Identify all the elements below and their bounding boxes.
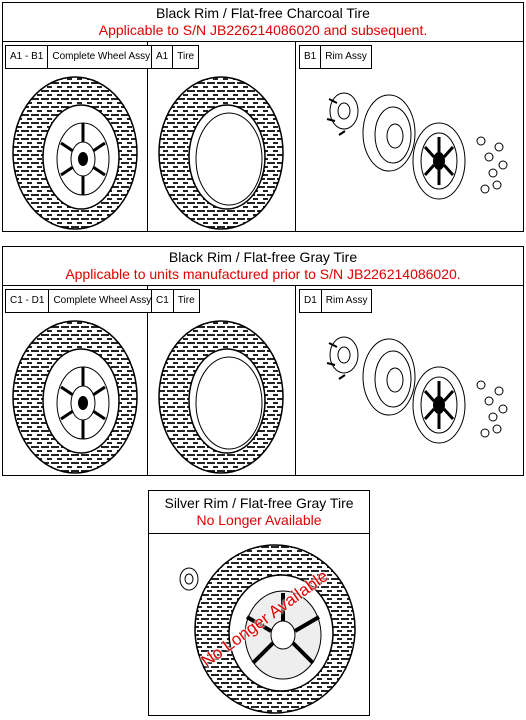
part-code: B1 <box>300 46 322 68</box>
part-code: C1 - D1 <box>6 290 50 312</box>
part-label: Rim Assy <box>325 295 368 306</box>
section-subtitle: Applicable to units manufactured prior t… <box>65 266 461 282</box>
section-title: Black Rim / Flat-free Charcoal Tire <box>156 5 370 21</box>
tire-icon <box>158 320 284 474</box>
part-code: A1 - B1 <box>6 46 49 68</box>
silver-wheel-icon <box>179 544 356 714</box>
section-title: Silver Rim / Flat-free Gray Tire <box>164 495 354 511</box>
part-tag-a1: A1 Tire <box>151 45 200 69</box>
rim-assembly-icon <box>325 335 509 445</box>
rim-assembly-icon <box>325 91 509 201</box>
tire-icon <box>158 76 284 230</box>
part-label: Tire <box>177 51 195 62</box>
wheel-assembly-icon <box>11 319 139 475</box>
part-tag-b1: B1 Rim Assy <box>299 45 372 69</box>
part-label: Tire <box>177 295 195 306</box>
section-charcoal: Black Rim / Flat-free Charcoal Tire Appl… <box>2 2 524 232</box>
part-tag-a1b1: A1 - B1 Complete Wheel Assy <box>5 45 156 69</box>
part-code: A1 <box>152 46 174 68</box>
section-gray: Black Rim / Flat-free Gray Tire Applicab… <box>2 246 524 476</box>
section-silver: Silver Rim / Flat-free Gray Tire No Long… <box>148 490 370 716</box>
part-code: C1 <box>152 290 174 312</box>
section-subtitle: No Longer Available <box>196 512 322 528</box>
part-label: Rim Assy <box>325 51 367 62</box>
part-tag-c1d1: C1 - D1 Complete Wheel Assy <box>5 289 157 313</box>
wheel-assembly-icon <box>11 75 139 231</box>
part-label: Complete Wheel Assy <box>52 51 151 62</box>
section-title: Black Rim / Flat-free Gray Tire <box>168 249 358 265</box>
part-code: D1 <box>300 290 322 312</box>
part-label: Complete Wheel Assy <box>53 295 152 306</box>
section-subtitle: Applicable to S/N JB226214086020 and sub… <box>98 22 428 38</box>
part-tag-d1: D1 Rim Assy <box>299 289 373 313</box>
part-tag-c1: C1 Tire <box>151 289 200 313</box>
